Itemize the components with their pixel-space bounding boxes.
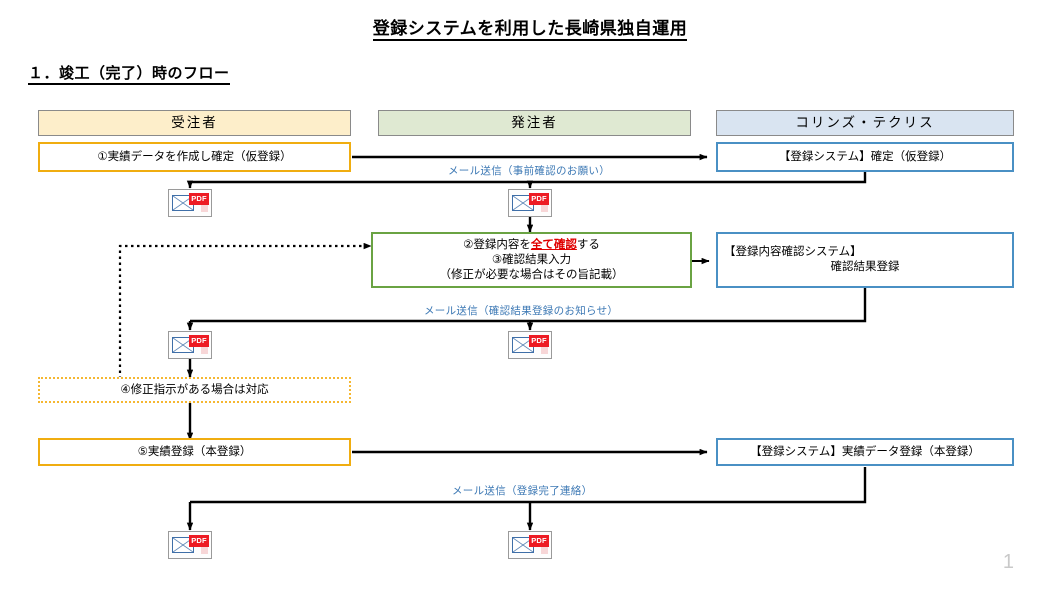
page-fold-shape <box>541 205 548 212</box>
box-step23-line2: ③確認結果入力 <box>491 253 572 266</box>
pdf-badge: PDF <box>189 535 209 547</box>
envelope-pdf-icon[interactable]: PDF <box>508 189 552 217</box>
column-header-orderer: 発注者 <box>378 110 691 136</box>
envelope-icon <box>512 195 534 211</box>
box-sys3[interactable]: 【登録システム】実績データ登録（本登録） <box>716 438 1014 466</box>
page-fold-shape <box>541 347 548 354</box>
box-step1[interactable]: ①実績データを作成し確定（仮登録） <box>38 142 351 172</box>
page-fold-shape <box>541 547 548 554</box>
page-number: 1 <box>1002 551 1014 573</box>
box-sys2[interactable]: 【登録内容確認システム】 確認結果登録 <box>716 232 1014 288</box>
page-fold-shape <box>201 205 208 212</box>
box-step23-line1-post: する <box>576 238 600 251</box>
box-sys1[interactable]: 【登録システム】確定（仮登録） <box>716 142 1014 172</box>
envelope-pdf-icon[interactable]: PDF <box>168 531 212 559</box>
page-title-text: 登録システムを利用した長崎県独自運用 <box>372 19 688 41</box>
envelope-icon <box>172 195 194 211</box>
envelope-icon <box>172 537 194 553</box>
box-step23-line3: （修正が必要な場合はその旨記載） <box>439 268 624 281</box>
box-step5[interactable]: ⑤実績登録（本登録） <box>38 438 351 466</box>
box-sys2-line1: 【登録内容確認システム】 <box>724 246 862 258</box>
envelope-pdf-icon[interactable]: PDF <box>508 531 552 559</box>
page-fold-shape <box>201 547 208 554</box>
box-sys3-label: 【登録システム】実績データ登録（本登録） <box>750 445 980 458</box>
box-step5-label: ⑤実績登録（本登録） <box>137 445 252 458</box>
section-subtitle: １．竣工（完了）時のフロー <box>28 62 230 85</box>
mail-label-registration-complete: メール送信（登録完了連絡） <box>452 485 593 497</box>
box-step1-label: ①実績データを作成し確定（仮登録） <box>97 150 292 163</box>
wire-step4-feedback-to-step23 <box>118 242 372 391</box>
box-step23-line1-pre: ②登録内容を <box>463 238 531 251</box>
mail-label-pre-confirmation: メール送信（事前確認のお願い） <box>448 165 610 177</box>
pdf-badge: PDF <box>529 193 549 205</box>
column-header-contractor: 受注者 <box>38 110 351 136</box>
box-step4-label: ④修正指示がある場合は対応 <box>120 383 269 396</box>
envelope-pdf-icon[interactable]: PDF <box>168 331 212 359</box>
box-sys1-label: 【登録システム】確定（仮登録） <box>778 150 952 163</box>
page-fold-shape <box>201 347 208 354</box>
box-step23-line1: ②登録内容を全て確認する <box>463 238 600 253</box>
envelope-icon <box>172 337 194 353</box>
column-header-corins: コリンズ・テクリス <box>716 110 1014 136</box>
envelope-pdf-icon[interactable]: PDF <box>168 189 212 217</box>
pdf-badge: PDF <box>189 335 209 347</box>
box-step23-line1-emphasis: 全て確認 <box>530 238 577 251</box>
box-sys2-line2: 確認結果登録 <box>830 261 900 273</box>
pdf-badge: PDF <box>529 335 549 347</box>
envelope-pdf-icon[interactable]: PDF <box>508 331 552 359</box>
page-title: 登録システムを利用した長崎県独自運用 <box>0 14 1060 41</box>
mail-label-result-registered: メール送信（確認結果登録のお知らせ） <box>424 305 619 317</box>
box-step4[interactable]: ④修正指示がある場合は対応 <box>38 377 351 403</box>
envelope-icon <box>512 537 534 553</box>
envelope-icon <box>512 337 534 353</box>
pdf-badge: PDF <box>189 193 209 205</box>
box-step23[interactable]: ②登録内容を全て確認する ③確認結果入力 （修正が必要な場合はその旨記載） <box>371 232 692 288</box>
section-subtitle-text: １．竣工（完了）時のフロー <box>28 65 230 85</box>
pdf-badge: PDF <box>529 535 549 547</box>
